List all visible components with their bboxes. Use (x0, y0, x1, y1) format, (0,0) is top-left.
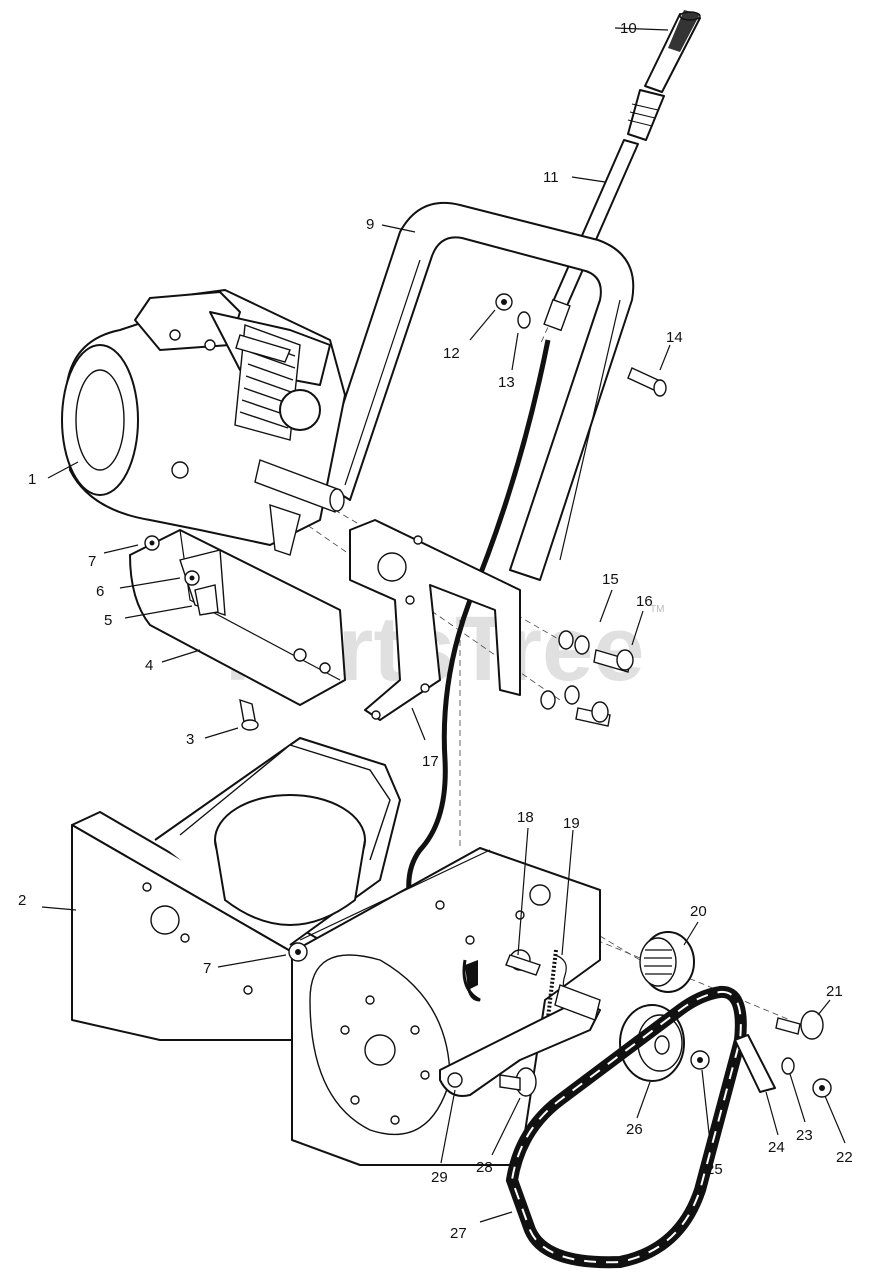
callout-28: 28 (476, 1159, 493, 1176)
idler-bracket-part-24 (734, 1034, 776, 1093)
handle-grip-part-10 (627, 10, 701, 141)
callout-11: 11 (543, 169, 559, 186)
callout-7-upper: 7 (88, 553, 96, 570)
callout-27: 27 (450, 1225, 467, 1242)
callout-23: 23 (796, 1127, 813, 1144)
washer-part-15 (540, 630, 590, 710)
leader-lines (41, 27, 846, 1223)
bolt-part-14 (627, 367, 667, 397)
callout-6: 6 (96, 583, 104, 600)
callout-10: 10 (620, 20, 637, 37)
callout-14: 14 (666, 329, 683, 346)
nut-part-22 (812, 1078, 832, 1098)
hook-detail (462, 959, 481, 1002)
nut-part-25 (690, 1050, 710, 1070)
callout-3: 3 (186, 731, 194, 748)
callout-1: 1 (28, 471, 36, 488)
bolt-part-3 (239, 698, 259, 731)
bolt-part-21 (775, 1010, 824, 1040)
callout-24: 24 (768, 1139, 785, 1156)
callout-19: 19 (563, 815, 580, 832)
callout-13: 13 (498, 374, 515, 391)
callout-16: 16 (636, 593, 653, 610)
callout-22: 22 (836, 1149, 853, 1166)
callout-2: 2 (18, 892, 26, 909)
idler-arm-part-29 (439, 984, 601, 1097)
engine-part-1 (61, 289, 346, 556)
washer-part-23 (781, 1057, 795, 1075)
auger-housing-part-2 (71, 737, 401, 1041)
handle-part-9 (317, 201, 635, 581)
nut-part-7-lower (288, 942, 308, 962)
callout-15: 15 (602, 571, 619, 588)
nut-part-6 (184, 570, 200, 586)
callout-25: 25 (706, 1161, 723, 1178)
pulley-part-20 (639, 931, 695, 993)
callout-9: 9 (366, 216, 374, 233)
callout-5: 5 (104, 612, 112, 629)
side-bracket-part-17 (349, 519, 521, 721)
pivot-part-18 (505, 949, 541, 976)
control-cable (406, 339, 551, 901)
callout-20: 20 (690, 903, 707, 920)
shoulder-bolt-part-28 (499, 1067, 537, 1097)
washer-part-13 (517, 311, 531, 329)
callout-12: 12 (443, 345, 460, 362)
nut-part-7-upper (144, 535, 160, 551)
watermark-trademark: TM (650, 604, 664, 615)
callout-26: 26 (626, 1121, 643, 1138)
callout-21: 21 (826, 983, 843, 1000)
callout-17: 17 (422, 753, 439, 770)
callout-29: 29 (431, 1169, 448, 1186)
callouts: 10 11 9 12 13 14 1 7 6 5 4 3 15 16 17 2 … (18, 20, 853, 1242)
callout-4: 4 (145, 657, 153, 674)
callout-7-lower: 7 (203, 960, 211, 977)
nut-part-12 (495, 293, 513, 311)
callout-18: 18 (517, 809, 534, 826)
bolt-part-16 (575, 649, 634, 727)
plate-part-5 (194, 584, 219, 616)
